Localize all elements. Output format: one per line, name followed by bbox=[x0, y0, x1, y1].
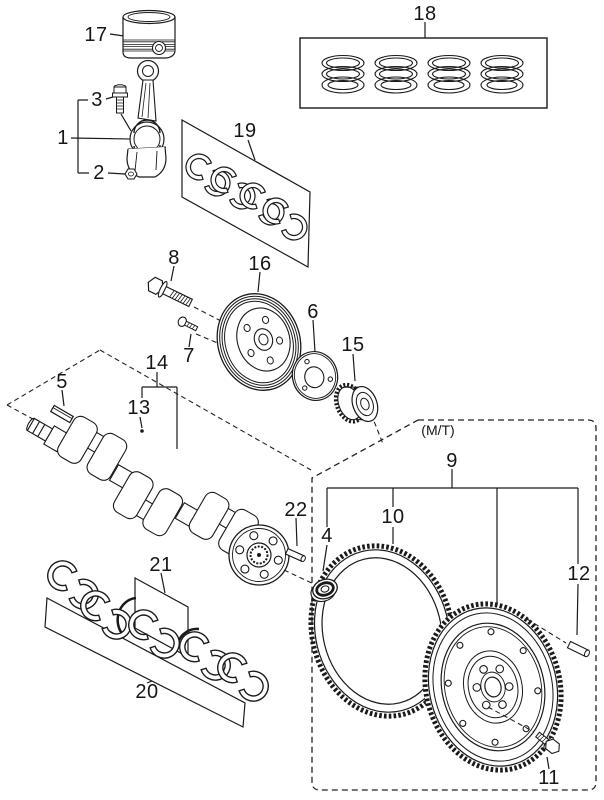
crankshaft-part bbox=[26, 415, 264, 565]
woodruff-key-part bbox=[49, 404, 75, 424]
callout-7: 7 bbox=[183, 345, 195, 367]
main-bearings-box bbox=[44, 557, 272, 728]
flywheel-dashed-leaders bbox=[487, 618, 567, 733]
callout-5: 5 bbox=[56, 371, 68, 393]
callout-20: 20 bbox=[135, 681, 159, 703]
connecting-rod-part bbox=[126, 59, 167, 178]
pilot-bearing-part bbox=[310, 578, 338, 603]
callout-19: 19 bbox=[233, 120, 257, 142]
pin-13-dot bbox=[140, 429, 144, 433]
ring-gear-part bbox=[308, 543, 456, 719]
pulley-plate-part bbox=[291, 351, 339, 401]
crank-sprocket-part bbox=[333, 382, 379, 424]
callout-22: 22 bbox=[284, 499, 308, 521]
ring-set bbox=[374, 54, 418, 94]
callout-18: 18 bbox=[413, 3, 437, 25]
rod-nut-part bbox=[124, 168, 138, 180]
callout-14: 14 bbox=[145, 352, 169, 374]
callout-21: 21 bbox=[149, 554, 173, 576]
ring-set bbox=[480, 54, 524, 94]
flywheel-part bbox=[422, 601, 564, 773]
callout-13: 13 bbox=[127, 397, 151, 419]
crank-flange bbox=[228, 524, 290, 586]
dowel-pin-22-part bbox=[284, 547, 306, 563]
piston-part bbox=[122, 9, 176, 59]
ring-set bbox=[427, 54, 471, 94]
callout-11: 11 bbox=[538, 767, 560, 789]
piston-rings-box bbox=[299, 37, 548, 109]
callout-10: 10 bbox=[381, 506, 405, 528]
callout-12: 12 bbox=[567, 563, 591, 585]
crank-pulley-part bbox=[216, 293, 302, 391]
callout-17: 17 bbox=[84, 24, 108, 46]
pulley-bolt-part bbox=[147, 276, 194, 308]
callout-9: 9 bbox=[446, 450, 458, 472]
callout-4: 4 bbox=[321, 525, 333, 547]
flywheel-bolt-holes bbox=[472, 664, 514, 710]
callout-3: 3 bbox=[91, 89, 103, 111]
flange-to-bearing-dash bbox=[283, 569, 317, 586]
callout-16: 16 bbox=[248, 253, 272, 275]
dowel-pin-12-part bbox=[566, 640, 590, 658]
rod-bearings-box bbox=[181, 118, 311, 269]
leader-lines bbox=[61, 22, 579, 770]
callout-1: 1 bbox=[57, 127, 69, 149]
callout-2: 2 bbox=[93, 162, 105, 184]
callout-15: 15 bbox=[341, 334, 365, 356]
mt-note: (M/T) bbox=[421, 422, 455, 438]
dashed-leader-lines bbox=[6, 306, 384, 471]
callout-8: 8 bbox=[168, 247, 180, 269]
rod-bolt-part bbox=[112, 84, 128, 114]
callout-6: 6 bbox=[307, 301, 319, 323]
flywheel-rim-holes bbox=[444, 628, 542, 746]
flywheel-bolt-part bbox=[534, 731, 560, 755]
mt-option-box bbox=[311, 419, 597, 791]
ring-set bbox=[321, 54, 365, 94]
small-bolt-part bbox=[177, 316, 199, 332]
